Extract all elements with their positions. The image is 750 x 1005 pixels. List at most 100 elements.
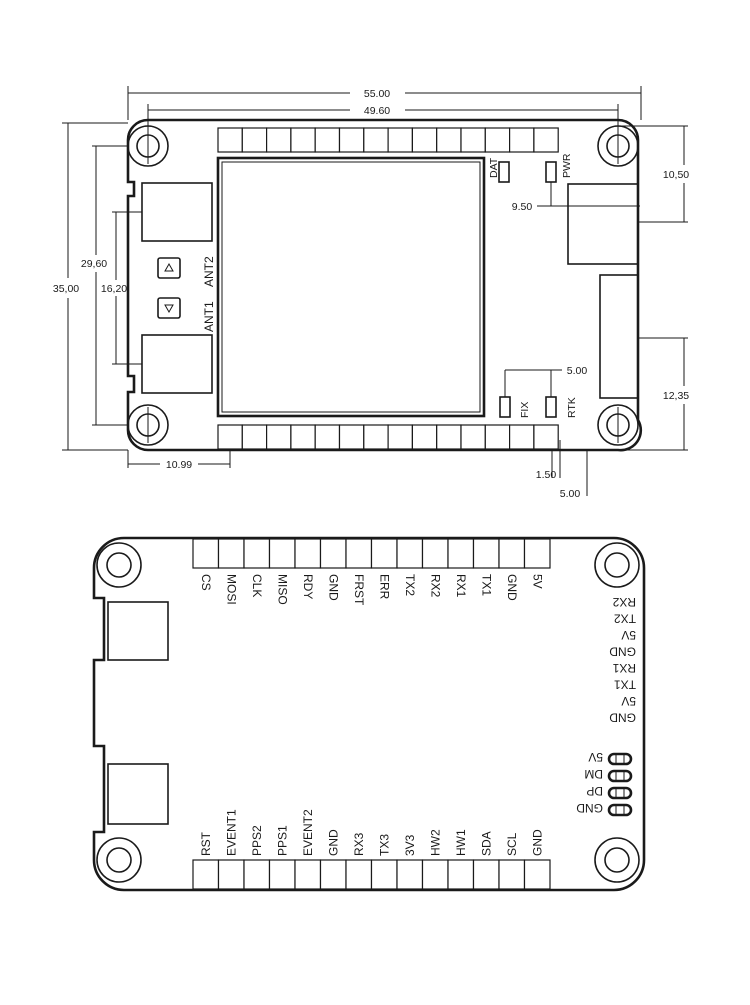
bottom-upper-label: RX2 [428, 574, 442, 598]
top-header-upper-pin-9 [411, 127, 438, 153]
dim-header-offset-x: 10.99 [127, 450, 231, 471]
bottom-lower-pin-11 [447, 859, 475, 890]
dim-hole-spacing-y: 29,60 [81, 145, 128, 426]
usb-pad [607, 786, 633, 800]
usb-pad-label: 5V [588, 750, 603, 764]
rtk-led [545, 396, 557, 418]
top-header-upper-pin-1 [217, 127, 243, 153]
bottom-lower-pin-6 [319, 859, 347, 890]
gnss-module [216, 156, 486, 418]
bottom-mounting-hole-tr [594, 542, 640, 588]
top-mounting-hole-tr [597, 125, 639, 167]
bottom-lower-pin-10 [421, 859, 449, 890]
bottom-upper-pin-8 [370, 538, 398, 569]
top-pin-header-upper [217, 127, 559, 153]
bottom-antenna-connector-lower [107, 763, 169, 825]
bottom-lower-pin-2 [217, 859, 245, 890]
bottom-upper-pin-11 [447, 538, 475, 569]
bottom-lower-pin-4 [268, 859, 296, 890]
usb-pad-label: GND [576, 801, 603, 815]
top-mounting-hole-tl [127, 125, 169, 167]
top-header-lower-pin-8 [387, 424, 414, 450]
bottom-lower-label: HW1 [454, 829, 468, 856]
dim-pwr-led-offset-label: 9.50 [512, 201, 533, 213]
top-header-upper-pin-12 [484, 127, 511, 153]
bottom-lower-pin-14 [523, 859, 551, 890]
bottom-upper-label: 5V [530, 574, 544, 589]
bottom-upper-label: MOSI [224, 574, 238, 605]
bottom-upper-label: GND [326, 574, 340, 601]
bottom-lower-label: EVENT1 [224, 809, 238, 856]
bottom-lower-label: PPS1 [275, 825, 289, 856]
top-header-lower-pin-14 [533, 424, 559, 450]
bottom-upper-label: FRST [352, 574, 366, 606]
bottom-upper-pin-3 [243, 538, 271, 569]
ant2-connector [141, 182, 213, 242]
top-header-lower-pin-3 [266, 424, 292, 450]
top-header-lower-pin-11 [460, 424, 486, 450]
bottom-upper-pin-12 [472, 538, 500, 569]
usb-pad [607, 803, 633, 817]
bottom-upper-pin-6 [319, 538, 347, 569]
bottom-lower-label: SDA [479, 831, 493, 856]
bottom-lower-label: RST [199, 831, 213, 856]
top-header-upper-pin-6 [338, 127, 365, 153]
bottom-lower-label: 3V3 [403, 834, 417, 856]
dim-pwr-led-offset: 9.50 [512, 182, 640, 213]
dat-label: DAT [488, 157, 500, 178]
right-connector-label: TX1 [614, 678, 636, 692]
dim-fix-rtk-spacing: 5.00 [504, 365, 587, 397]
top-header-upper-pin-10 [436, 127, 462, 153]
bottom-upper-pin-14 [523, 538, 551, 569]
bottom-lower-label: HW2 [428, 829, 442, 856]
bottom-board-outline [92, 536, 646, 892]
bottom-upper-label: CS [199, 574, 213, 591]
dim-usb-offset: 10,50 [618, 125, 689, 223]
ant1-label: ANT1 [202, 301, 216, 332]
bottom-lower-pin-13 [498, 859, 526, 890]
usb-connector [567, 183, 639, 265]
dim-header-edge: 5.00 [560, 450, 588, 500]
top-header-lower-pin-1 [217, 424, 243, 450]
bottom-mounting-hole-br [594, 837, 640, 883]
top-header-upper-pin-3 [266, 127, 292, 153]
pwr-label: PWR [561, 153, 573, 178]
top-header-lower-pin-7 [363, 424, 389, 450]
top-header-lower-pin-6 [338, 424, 365, 450]
dim-header-gap: 1.50 [536, 440, 561, 481]
dim-antenna-spacing: 16,20 [101, 211, 142, 365]
bottom-upper-pin-9 [396, 538, 424, 569]
bottom-lower-pin-12 [472, 859, 500, 890]
top-pin-header-lower [217, 424, 559, 450]
bottom-lower-pin-7 [345, 859, 373, 890]
usb-pad [607, 769, 633, 783]
bottom-lower-label: GND [326, 829, 340, 856]
top-board-outline [126, 118, 643, 452]
bottom-upper-pin-10 [421, 538, 449, 569]
top-header-lower-pin-9 [411, 424, 438, 450]
right-connector-label: GND [609, 645, 636, 659]
dim-header-offset-x-label: 10.99 [166, 459, 192, 471]
top-mounting-hole-bl [127, 404, 169, 446]
top-view: ANT2 ANT1 DAT PWR FIX RTK 55.00 49.60 [53, 86, 689, 500]
bottom-mounting-hole-tl [96, 542, 142, 588]
ant1-button [157, 297, 181, 319]
dim-hole-spacing-y-label: 29,60 [81, 258, 107, 270]
top-header-lower-pin-2 [241, 424, 268, 450]
bottom-antenna-connector-upper [107, 601, 169, 661]
bottom-upper-label: RDY [301, 574, 315, 599]
dim-header-gap-label: 1.50 [536, 469, 557, 481]
bottom-upper-pin-2 [217, 538, 245, 569]
side-connector [599, 274, 639, 399]
usb-pad [607, 752, 633, 766]
ant2-button [157, 257, 181, 279]
right-connector-label: TX2 [614, 612, 636, 626]
bottom-upper-label: MISO [275, 574, 289, 605]
bottom-upper-pin-13 [498, 538, 526, 569]
dim-hole-spacing-x: 49.60 [147, 104, 619, 128]
bottom-lower-label: RX3 [352, 832, 366, 856]
